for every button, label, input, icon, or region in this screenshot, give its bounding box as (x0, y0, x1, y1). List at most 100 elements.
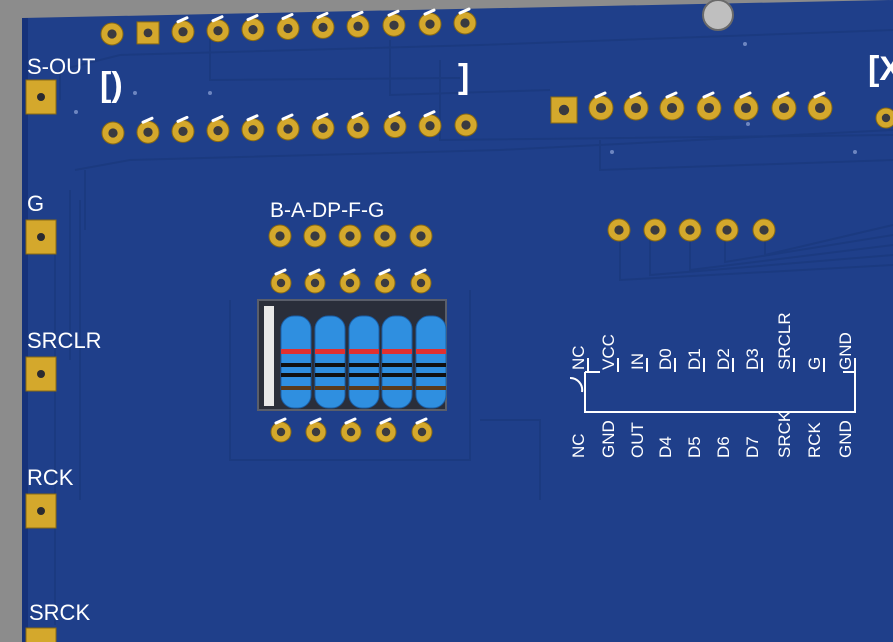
resistor-pads-bottom (270, 417, 433, 443)
mid-pad (715, 218, 739, 242)
ic-pin-label: D1 (685, 348, 704, 370)
header-pad (136, 116, 160, 144)
resistor (381, 315, 413, 409)
segment-pad (338, 224, 362, 248)
header-pad (418, 8, 442, 36)
header-pad (346, 10, 370, 38)
mid-pad (752, 218, 776, 242)
resistor-pads-top (270, 268, 432, 294)
header-pad (623, 91, 649, 121)
header-row-right (550, 91, 893, 129)
resistor-pad (340, 417, 362, 443)
ic-pin-label: NC (569, 345, 588, 370)
resistor-pad (304, 268, 326, 294)
header-pad (418, 110, 442, 138)
header-pad (454, 113, 478, 137)
header-pad (659, 91, 685, 121)
resistor-pad (411, 417, 433, 443)
silk-bracket-left: [) (100, 66, 123, 104)
header-row-bottom (101, 110, 478, 145)
label-g: G (27, 191, 44, 216)
resistor-pad (270, 417, 292, 443)
resistor-pad (410, 268, 432, 294)
header-pad (241, 14, 265, 42)
ic-pin-label: RCK (805, 421, 824, 458)
ic-pin-label: D0 (656, 348, 675, 370)
ic-pin-labels-top: NC VCC IN D0 D1 D2 D3 SRCLR G GND (569, 312, 856, 372)
resistor (415, 315, 447, 409)
resistor (348, 315, 380, 409)
resistor (314, 315, 346, 409)
board-substrate (22, 0, 893, 642)
ic-pin-label: D6 (714, 436, 733, 458)
pad-row-mid (607, 218, 776, 242)
ic-pin-label: D4 (656, 436, 675, 458)
mounting-hole (702, 0, 734, 31)
ic-pin-label: OUT (628, 422, 647, 458)
header-pad (136, 21, 160, 45)
label-srclr: SRCLR (27, 328, 102, 353)
header-pad (101, 121, 125, 145)
header-pad (311, 112, 335, 140)
header-pad (875, 107, 893, 129)
header-pad (276, 13, 300, 40)
mid-pad (643, 218, 667, 242)
silk-bracket-right: ] (458, 58, 469, 96)
ic-pin-label: SRCLR (775, 312, 794, 370)
ic-pin-label: GND (836, 420, 855, 458)
header-pad (550, 96, 578, 124)
header-pad (206, 15, 230, 43)
header-pad (100, 22, 124, 46)
board-edge (22, 18, 28, 642)
resistor-array (280, 315, 447, 409)
segment-pad (268, 224, 292, 248)
resistor-pad (339, 268, 361, 294)
ic-pin-label: GND (599, 420, 618, 458)
resistor-package-face (264, 306, 274, 406)
ic-pin-label: VCC (599, 334, 618, 370)
header-pad (241, 114, 265, 142)
header-pad (733, 91, 759, 121)
header-pad (382, 9, 406, 37)
header-pad (171, 115, 195, 143)
resistor-pad (305, 417, 327, 443)
mid-pad (607, 218, 631, 242)
resistor (280, 315, 312, 409)
ic-pin-label: GND (836, 332, 855, 370)
ic-pin-label: D2 (714, 348, 733, 370)
segment-pad (409, 224, 433, 248)
header-pad (311, 11, 335, 39)
label-segment-header: B-A-DP-F-G (270, 199, 384, 222)
segment-pad (303, 224, 327, 248)
label-srck: SRCK (29, 600, 90, 625)
ic-pin-label: IN (628, 353, 647, 370)
label-rck: RCK (27, 465, 74, 490)
header-pad (206, 115, 230, 143)
ic-pin-label: G (805, 357, 824, 370)
vias (74, 42, 857, 154)
header-pad (453, 7, 477, 35)
ic-pin-label: NC (569, 433, 588, 458)
header-pad (171, 16, 195, 44)
label-s-out: S-OUT (27, 54, 95, 79)
header-pad (807, 91, 833, 121)
silk-bracket-far-right: [X (868, 50, 893, 88)
header-pad (771, 91, 797, 121)
header-pad (696, 91, 722, 121)
header-pad (383, 111, 407, 139)
segment-pad (373, 224, 397, 248)
header-pad (276, 113, 300, 141)
ic-pin-label: D3 (743, 348, 762, 370)
header-row-top (100, 7, 477, 46)
header-pad (588, 91, 614, 121)
mid-pad (678, 218, 702, 242)
resistor-pad (374, 268, 396, 294)
header-pad (346, 111, 370, 139)
ic-pin-label: SRCK (775, 410, 794, 458)
segment-pads (268, 224, 433, 248)
resistor-pad (375, 417, 397, 443)
resistor-pad (270, 268, 292, 294)
ic-pin-label: D7 (743, 436, 762, 458)
